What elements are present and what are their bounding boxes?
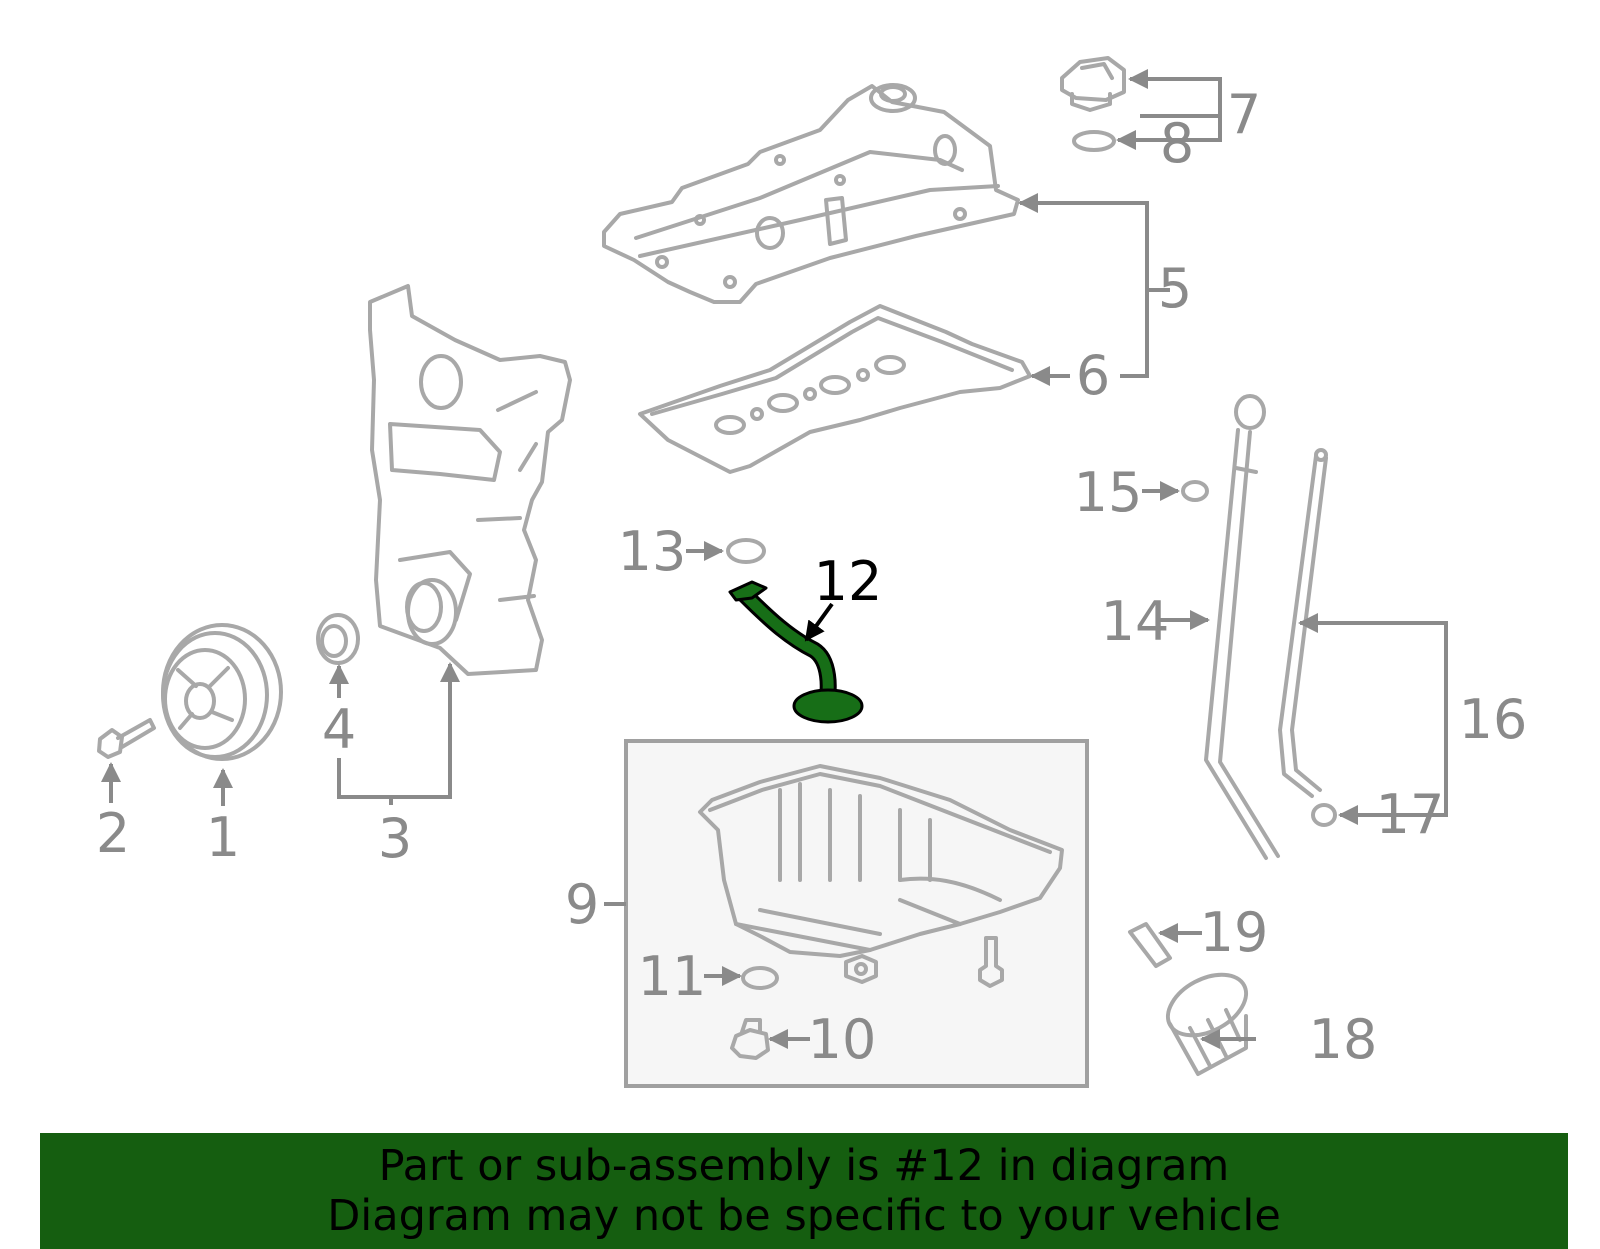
dipstick-oring-part[interactable] — [1311, 803, 1337, 827]
dipstick-tube-part[interactable] — [1204, 394, 1280, 860]
callout-13: 13 — [618, 520, 687, 583]
callout-6: 6 — [1076, 344, 1110, 407]
callout-18: 18 — [1309, 1008, 1378, 1071]
callout-5: 5 — [1158, 257, 1192, 320]
callout-15: 15 — [1074, 461, 1143, 524]
pan-hardware-part[interactable] — [844, 936, 1004, 988]
crank-pulley-part[interactable] — [161, 623, 283, 761]
oil-pickup-tube-part[interactable] — [728, 580, 864, 724]
banner-line-disclaimer: Diagram may not be specific to your vehi… — [327, 1191, 1281, 1241]
info-banner: Part or sub-assembly is #12 in diagram D… — [40, 1133, 1568, 1249]
valve-cover-gasket-part[interactable] — [638, 304, 1032, 474]
callout-8: 8 — [1160, 112, 1194, 175]
oil-filter-part[interactable] — [1158, 962, 1257, 1076]
dipstick-seal-part[interactable] — [1181, 480, 1209, 502]
oil-pan-group-box — [624, 739, 1089, 1088]
callout-16: 16 — [1459, 688, 1528, 751]
callout-9: 9 — [565, 873, 599, 936]
callout-14: 14 — [1101, 590, 1170, 653]
drain-plug-part[interactable] — [730, 1018, 770, 1060]
callout-2: 2 — [96, 802, 130, 865]
dipstick-part[interactable] — [1278, 448, 1328, 798]
drain-gasket-part[interactable] — [741, 966, 779, 990]
callout-10: 10 — [808, 1008, 877, 1071]
callout-4: 4 — [322, 698, 356, 761]
callout-19: 19 — [1200, 901, 1269, 964]
banner-line-part-number: Part or sub-assembly is #12 in diagram — [378, 1141, 1230, 1191]
front-seal-part[interactable] — [316, 613, 360, 665]
valve-cover-part[interactable] — [602, 83, 1020, 304]
leader-lines — [101, 69, 1448, 1049]
callout-11: 11 — [638, 945, 707, 1008]
timing-cover-part[interactable] — [368, 284, 572, 676]
callout-7: 7 — [1227, 83, 1261, 146]
cap-seal-part[interactable] — [1072, 130, 1116, 152]
callout-17: 17 — [1376, 783, 1445, 846]
oil-filler-cap-part[interactable] — [1060, 56, 1126, 112]
pickup-oring-part[interactable] — [726, 538, 766, 564]
callout-1: 1 — [206, 806, 240, 869]
filter-adapter-part[interactable] — [1128, 922, 1172, 968]
oil-pan-part[interactable] — [698, 764, 1064, 958]
pulley-bolt-part[interactable] — [97, 718, 156, 759]
callout-12: 12 — [814, 550, 883, 613]
callout-3: 3 — [378, 807, 412, 870]
